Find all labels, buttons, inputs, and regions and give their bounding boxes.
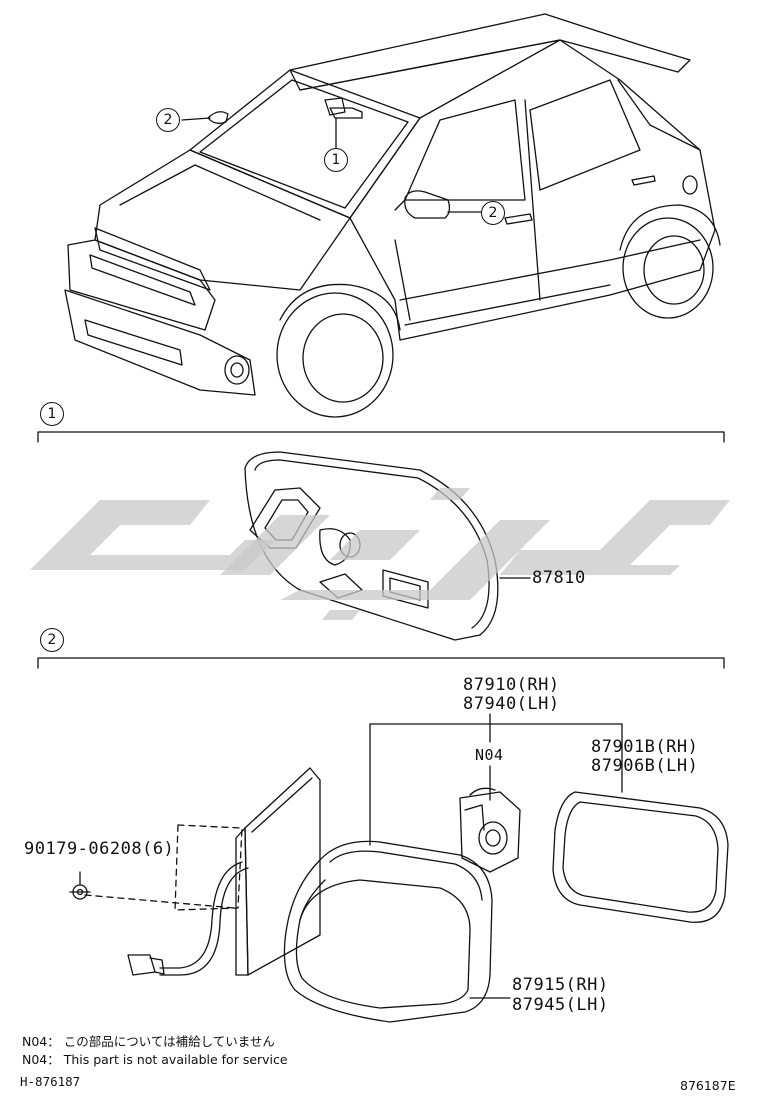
callout-1-section: 1: [40, 402, 64, 426]
part-number-87945: 87945(LH): [512, 995, 609, 1015]
part-number-87940: 87940(LH): [463, 694, 560, 714]
note-japanese: N04： この部品については補給していません: [22, 1034, 275, 1049]
part-number-90179: 90179-06208(6): [24, 839, 175, 859]
callout-2-car-right: 2: [481, 201, 505, 225]
part-number-87810: 87810: [532, 568, 586, 588]
callout-1-car: 1: [324, 148, 348, 172]
inner-mirror-illustration: [244, 451, 499, 641]
callout-2-section: 2: [40, 628, 64, 652]
vehicle-illustration: [64, 13, 721, 418]
note-code-n04: N04: [475, 746, 504, 764]
leader-line: [181, 117, 211, 121]
section-1-bracket: [37, 431, 725, 443]
callout-2-car-left: 2: [156, 108, 180, 132]
part-number-87906b: 87906B(LH): [591, 756, 699, 776]
part-number-87901b: 87901B(RH): [591, 737, 699, 757]
diagram-code-left: H-876187: [20, 1074, 81, 1089]
note-english: N04： This part is not available for serv…: [22, 1052, 288, 1067]
part-number-87915: 87915(RH): [512, 975, 609, 995]
diagram-code-right: 876187E: [680, 1078, 736, 1093]
section-2-bracket: [37, 657, 725, 669]
part-number-87910: 87910(RH): [463, 675, 560, 695]
door-mirror-illustration: [72, 767, 729, 1023]
